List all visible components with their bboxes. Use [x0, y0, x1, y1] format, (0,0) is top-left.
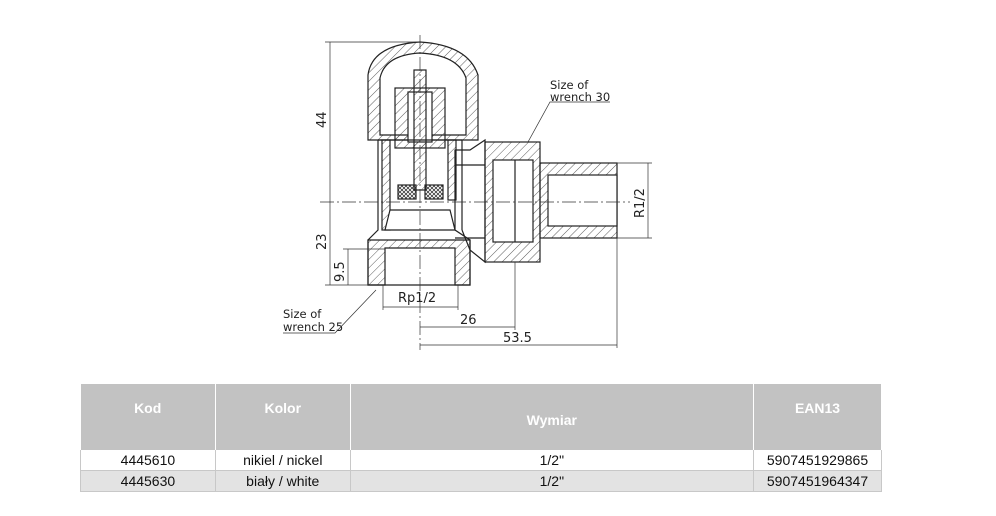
cell-kolor: biały / white: [215, 470, 351, 492]
product-table: Kod Kolor Wymiar EAN13 4445610 nikiel / …: [80, 384, 882, 492]
header-wymiar: Wymiar: [350, 384, 755, 450]
header-kod: Kod: [80, 384, 216, 450]
dim-53-5: 53.5: [503, 331, 532, 346]
dim-9-5: 9.5: [333, 261, 348, 282]
dim-r1-2: R1/2: [633, 188, 648, 218]
table-row: 4445610 nikiel / nickel 1/2" 59074519298…: [80, 450, 882, 471]
dim-rp1-2: Rp1/2: [398, 291, 436, 306]
cell-ean13: 5907451929865: [753, 450, 882, 471]
wrench-30-line1: Size of: [550, 78, 589, 92]
dimension-lines: [283, 41, 652, 348]
cell-kolor: nikiel / nickel: [215, 450, 351, 471]
table-row: 4445630 biały / white 1/2" 5907451964347: [80, 470, 882, 492]
wrench-25-line2: wrench 25: [283, 320, 343, 334]
cell-ean13: 5907451964347: [753, 470, 882, 492]
cell-kod: 4445630: [80, 470, 216, 492]
wrench-30-line2: wrench 30: [550, 90, 610, 104]
cell-wymiar: 1/2": [350, 450, 755, 471]
dim-44: 44: [315, 111, 330, 128]
wrench-25-line1: Size of: [283, 307, 322, 321]
valve-technical-drawing: 44 23 9.5 R1/2 Rp1/2 26 53.5 Size of wre…: [283, 35, 652, 350]
dim-23: 23: [315, 233, 330, 250]
center-lines: [320, 35, 630, 350]
header-kolor: Kolor: [215, 384, 351, 450]
cell-wymiar: 1/2": [350, 470, 755, 492]
dim-26: 26: [460, 313, 477, 328]
cell-kod: 4445610: [80, 450, 216, 471]
header-ean13: EAN13: [753, 384, 882, 450]
table-header: Kod Kolor Wymiar EAN13: [80, 384, 882, 450]
